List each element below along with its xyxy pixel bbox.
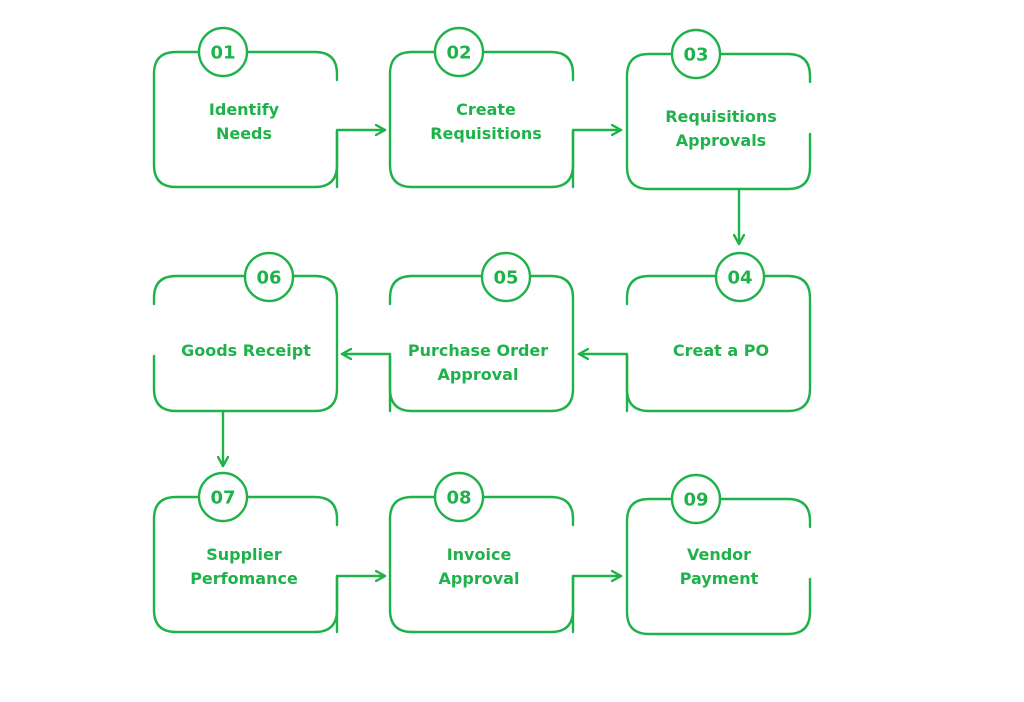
- flow-arrow: [571, 130, 623, 189]
- step-number: 01: [210, 43, 235, 64]
- step-label-line: Supplier: [206, 545, 282, 564]
- step-number: 08: [446, 488, 471, 509]
- step-number-badge: 01: [197, 26, 249, 78]
- step-box: [625, 52, 812, 191]
- step-number-badge: 09: [670, 473, 722, 525]
- step-box: [388, 495, 575, 634]
- badge-circle: [433, 471, 485, 523]
- step-number-badge: 08: [433, 471, 485, 523]
- step-number-badge: 05: [480, 251, 532, 303]
- step-box: [625, 274, 812, 413]
- step-label-line: Approval: [438, 365, 519, 384]
- step-number-badge: 04: [714, 251, 766, 303]
- step-number: 07: [210, 488, 235, 509]
- badge-circle: [670, 473, 722, 525]
- step-number: 04: [727, 268, 752, 289]
- step-number-badge: 03: [670, 28, 722, 80]
- step-number: 06: [256, 268, 281, 289]
- badge-circle: [714, 251, 766, 303]
- badge-circle: [433, 26, 485, 78]
- step-number-badge: 07: [197, 471, 249, 523]
- step-number-badge: 02: [433, 26, 485, 78]
- step-label-line: Identify: [209, 100, 280, 119]
- step-number: 05: [493, 268, 518, 289]
- step-label-line: Payment: [680, 569, 759, 588]
- step-number: 03: [683, 45, 708, 66]
- step-label-line: Purchase Order: [408, 341, 548, 360]
- step-number-badge: 06: [243, 251, 295, 303]
- step-label-line: Goods Receipt: [181, 341, 311, 360]
- step-label-line: Create: [456, 100, 516, 119]
- step-nodes: 01IdentifyNeeds02CreateRequisitions03Req…: [152, 26, 812, 636]
- step-box: [152, 274, 339, 413]
- badge-circle: [670, 28, 722, 80]
- badge-circle: [480, 251, 532, 303]
- flow-arrow: [571, 576, 623, 634]
- flow-arrow: [577, 354, 629, 413]
- step-number: 09: [683, 490, 708, 511]
- step-label-line: Requisitions: [430, 124, 542, 143]
- step-label-line: Creat a PO: [673, 341, 769, 360]
- flow-arrow: [335, 576, 387, 634]
- step-label-line: Vendor: [687, 545, 751, 564]
- step-box: [388, 50, 575, 189]
- step-box: [152, 50, 339, 189]
- step-label-line: Invoice: [447, 545, 512, 564]
- step-box: [625, 497, 812, 636]
- step-label-line: Needs: [216, 124, 272, 143]
- step-number: 02: [446, 43, 471, 64]
- flow-arrow: [340, 354, 392, 413]
- step-box: [152, 495, 339, 634]
- step-box: [388, 274, 575, 413]
- step-label-line: Approvals: [676, 131, 766, 150]
- step-label-line: Perfomance: [190, 569, 298, 588]
- badge-circle: [197, 471, 249, 523]
- step-label-line: Approval: [439, 569, 520, 588]
- step-label-line: Requisitions: [665, 107, 777, 126]
- badge-circle: [197, 26, 249, 78]
- flow-arrow: [335, 130, 387, 189]
- badge-circle: [243, 251, 295, 303]
